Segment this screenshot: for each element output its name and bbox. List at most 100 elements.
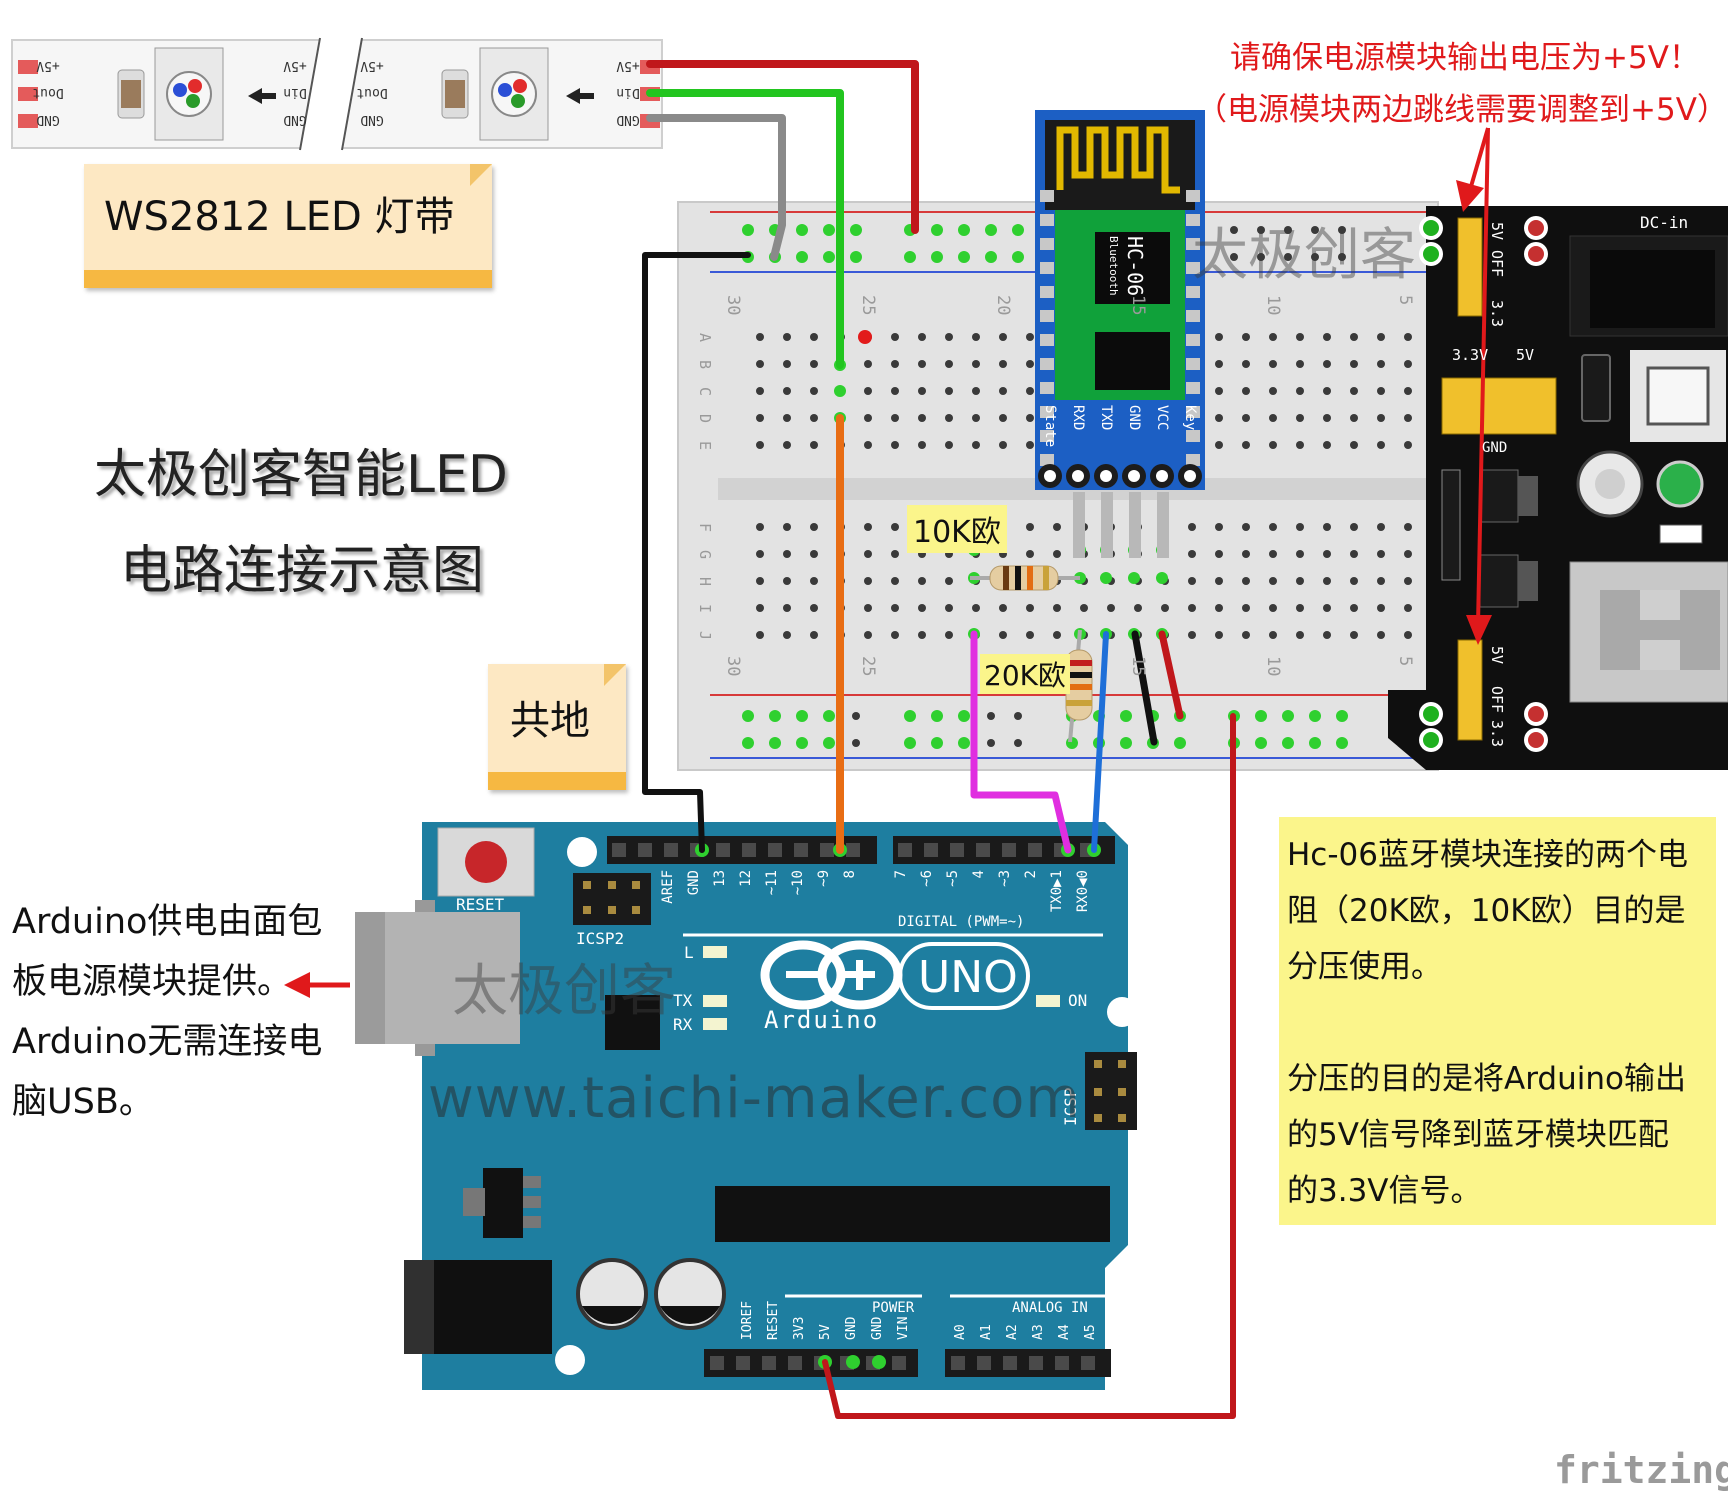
breadboard-row-letter: A	[696, 333, 714, 342]
wire-led-5v	[646, 60, 919, 234]
info-line: 的5V信号降到蓝牙模块匹配	[1287, 1117, 1669, 1153]
arduino-digital-pin-label: RX0◀0	[1075, 870, 1091, 912]
arduino-power-pin-label: 5V	[818, 1324, 833, 1340]
arduino-reset-label: RESET	[456, 895, 505, 914]
led-strip-left-pads	[18, 60, 38, 128]
led-strip-pin-label: +5V	[283, 58, 307, 73]
led-strip-pin-label: +5V	[360, 58, 384, 73]
arduino-power-label: POWER	[872, 1300, 915, 1316]
led-strip-pin-label: GND	[283, 112, 307, 127]
arduino-digital-pin-label: ~10	[790, 870, 806, 895]
led-strip-pin-label: Din	[616, 85, 639, 100]
wire-rx	[1091, 631, 1109, 853]
arduino-led-label-on: ON	[1068, 991, 1087, 1010]
hc06-bluetooth-module	[1035, 110, 1205, 558]
arduino-digital-pin-label: 8	[842, 870, 858, 878]
arduino-digital-pin-label: ~5	[945, 870, 961, 887]
breadboard-column-number: 5	[1395, 656, 1415, 666]
jumper-top	[1441, 217, 1557, 435]
left-note-line: Arduino无需连接电	[12, 1022, 323, 1062]
arduino-analog-pin-label: A3	[1031, 1324, 1046, 1340]
fritzing-logo: fritzing	[1554, 1448, 1728, 1492]
arrow-head-icon	[1466, 615, 1492, 645]
led-strip-pin-label: Dout	[356, 85, 387, 100]
led-strip-pin-label: GND	[616, 112, 640, 127]
breadboard-row-letter: G	[696, 550, 714, 559]
jumper-bottom	[1457, 639, 1483, 741]
arduino-power-pin-label: VIN	[896, 1317, 911, 1340]
breadboard-column-number: 25	[858, 656, 878, 676]
info-line: Hc-06蓝牙模块连接的两个电	[1287, 837, 1688, 873]
power-module-pins	[1419, 216, 1548, 752]
bluetooth-model-label: HC-06	[1123, 236, 1147, 296]
arduino-analog-pin-label: A5	[1083, 1324, 1098, 1340]
bluetooth-pin-label: GND	[1126, 405, 1142, 430]
ws2812-led-1	[117, 47, 276, 141]
power-module-dc-in-label: DC-in	[1640, 213, 1688, 232]
breadboard-row-letter: C	[696, 387, 714, 396]
breadboard-row-letter: J	[696, 631, 714, 640]
wire-led-gnd	[646, 114, 786, 261]
arduino-icsp-label: ICSP	[1061, 1087, 1080, 1126]
arduino-digital-pin-label: 13	[712, 870, 728, 887]
red-marker-dot	[858, 330, 872, 344]
jumper-top-label: 3.3	[1488, 300, 1506, 327]
bluetooth-pin-label: RXD	[1070, 405, 1086, 430]
arduino-digital-pin-label: 12	[738, 870, 754, 887]
bottom-header-pins	[710, 1355, 1095, 1370]
arduino-analog-pin-label: A0	[953, 1324, 968, 1340]
jumper-bottom-label: 5V	[1488, 646, 1506, 664]
jumper-top-label: OFF	[1488, 250, 1506, 277]
left-power-note: Arduino供电由面包 板电源模块提供。 Arduino无需连接电 脑USB。	[12, 892, 352, 1132]
arduino-analog-label: ANALOG IN	[1012, 1300, 1088, 1316]
resistor-20k	[1065, 629, 1093, 743]
led-strip-pin-label: +5V	[36, 58, 60, 73]
left-note-line: Arduino供电由面包	[12, 902, 323, 942]
watermark-url: www.taichi-maker.com	[428, 1066, 1081, 1131]
info-box: Hc-06蓝牙模块连接的两个电 阻（20K欧，10K欧）目的是 分压使用。 分压…	[1279, 817, 1716, 1225]
arduino-analog-pin-label: A4	[1057, 1324, 1072, 1340]
breadboard-column-number: 10	[1263, 656, 1283, 676]
led-strip	[11, 37, 663, 151]
arduino-led-label-rx: RX	[673, 1015, 693, 1034]
diagram-title-line-1: 太极创客智能LED	[94, 445, 508, 505]
arrow-head-icon	[284, 972, 310, 998]
breadboard-column-number: 5	[1395, 295, 1415, 305]
led-strip-pin-label: GND	[36, 112, 60, 127]
sticky-note-led-strip: WS2812 LED 灯带	[84, 164, 492, 288]
led-strip-pin-label: Dout	[32, 85, 63, 100]
annotation-arrows	[284, 127, 1492, 998]
breadboard-column-number: 30	[723, 295, 743, 315]
wire-tx	[970, 630, 1072, 854]
breadboard-row-letter: B	[696, 360, 714, 369]
capacitor-1	[576, 1258, 648, 1330]
breadboard-highlighted-holes	[742, 224, 1348, 749]
arduino-power-pin-label: GND	[870, 1316, 885, 1340]
bluetooth-pin-label: VCC	[1154, 405, 1170, 430]
breadboard-column-number: 30	[723, 656, 743, 676]
arduino-led-label-l: L	[684, 943, 694, 962]
arduino-digital-pin-label: 7	[893, 870, 909, 878]
info-line: 阻（20K欧，10K欧）目的是	[1287, 893, 1686, 929]
info-line	[1287, 995, 1717, 1051]
wire-bt-vcc	[1158, 630, 1184, 720]
breadboard-column-number: 20	[993, 295, 1013, 315]
warning-line-1: 请确保电源模块输出电压为+5V！	[1230, 40, 1700, 76]
bluetooth-pin-label: State	[1042, 405, 1058, 447]
wire-led-din	[646, 89, 844, 369]
breadboard-column-number: 25	[858, 295, 878, 315]
arduino-led-label-tx: TX	[673, 991, 693, 1010]
breadboard-row-letter: H	[696, 577, 714, 586]
breadboard-column-number: 15	[1128, 656, 1148, 676]
jumper-top-label: 5V	[1488, 222, 1506, 240]
bluetooth-castellations	[1040, 190, 1200, 466]
led-strip-pin-label: GND	[360, 112, 384, 127]
wire-bt-gnd	[1131, 630, 1158, 746]
arduino-power-pin-label: GND	[844, 1316, 859, 1340]
arduino-digital-label: DIGITAL (PWM=~)	[898, 914, 1024, 930]
arduino-digital-pin-label: TX0▶1	[1049, 870, 1065, 912]
left-note-line: 脑USB。	[12, 1082, 154, 1122]
breadboard-column-number: 10	[1263, 295, 1283, 315]
breadboard-row-letter: F	[696, 523, 714, 532]
sticky-note-common-ground: 共地	[488, 664, 626, 790]
